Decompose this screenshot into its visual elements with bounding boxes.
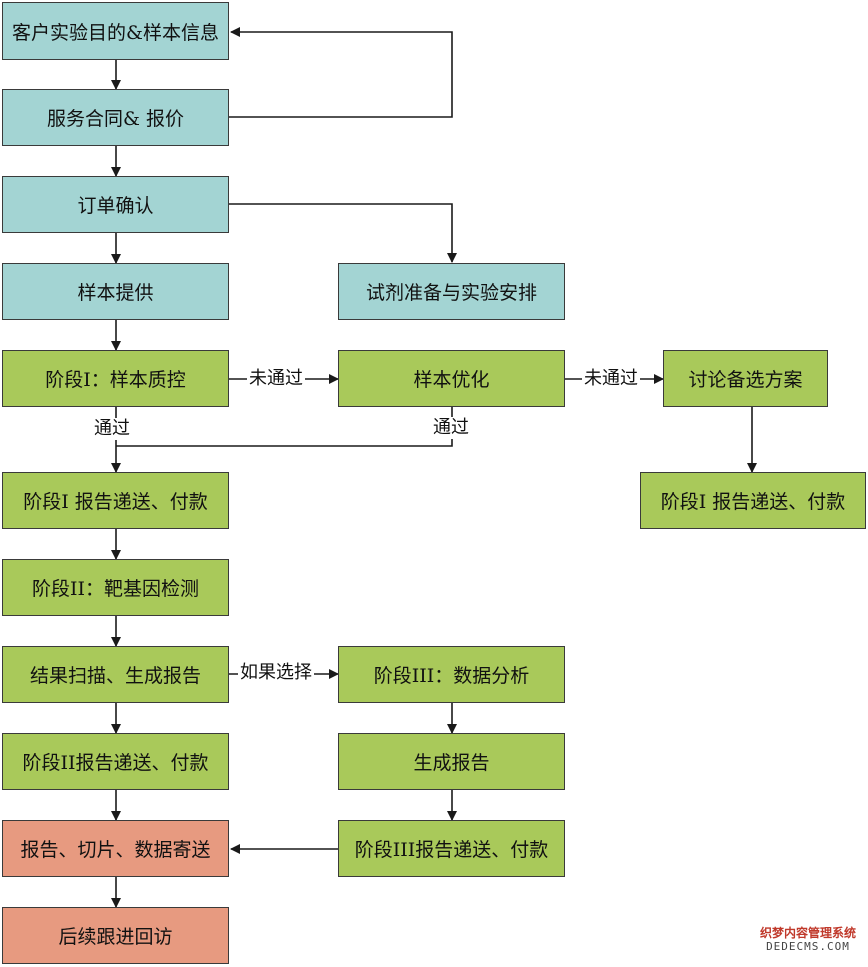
node-sample-provide: 样本提供 bbox=[2, 263, 229, 320]
arrow-n3-n5 bbox=[229, 203, 457, 263]
arrow-n2-n1-loop bbox=[229, 27, 453, 118]
node-alt-plan: 讨论备选方案 bbox=[663, 350, 828, 407]
node-client-purpose: 客户实验目的&样本信息 bbox=[2, 2, 229, 60]
node-stage1-report: 阶段I 报告递送、付款 bbox=[2, 472, 229, 529]
node-scan-report: 结果扫描、生成报告 bbox=[2, 646, 229, 703]
edge-label-pass-1: 通过 bbox=[92, 418, 132, 440]
node-reagent-prep: 试剂准备与实验安排 bbox=[338, 263, 565, 320]
node-stage2-detect: 阶段II：靶基因检测 bbox=[2, 559, 229, 616]
edge-label-fail-1: 未通过 bbox=[247, 368, 305, 390]
node-contract-quote: 服务合同& 报价 bbox=[2, 89, 229, 146]
arrow-n7-merge bbox=[116, 407, 453, 447]
edge-label-if-choose: 如果选择 bbox=[238, 662, 314, 684]
node-stage3-analysis: 阶段III：数据分析 bbox=[338, 646, 565, 703]
edge-label-fail-2: 未通过 bbox=[582, 368, 640, 390]
watermark-logo: 织梦内容管理系统 DEDECMS.COM bbox=[752, 926, 864, 953]
node-report-shipping: 报告、切片、数据寄送 bbox=[2, 820, 229, 877]
watermark-line1: 织梦内容管理系统 bbox=[759, 926, 856, 940]
node-stage1-report-alt: 阶段I 报告递送、付款 bbox=[640, 472, 866, 529]
node-order-confirm: 订单确认 bbox=[2, 176, 229, 233]
watermark-line2: DEDECMS.COM bbox=[766, 939, 850, 953]
edge-label-pass-2: 通过 bbox=[431, 417, 471, 439]
node-stage1-qc: 阶段I：样本质控 bbox=[2, 350, 229, 407]
node-sample-optimize: 样本优化 bbox=[338, 350, 565, 407]
node-generate-report: 生成报告 bbox=[338, 733, 565, 790]
node-stage2-report: 阶段II报告递送、付款 bbox=[2, 733, 229, 790]
node-followup: 后续跟进回访 bbox=[2, 907, 229, 964]
node-stage3-report: 阶段III报告递送、付款 bbox=[338, 820, 565, 877]
